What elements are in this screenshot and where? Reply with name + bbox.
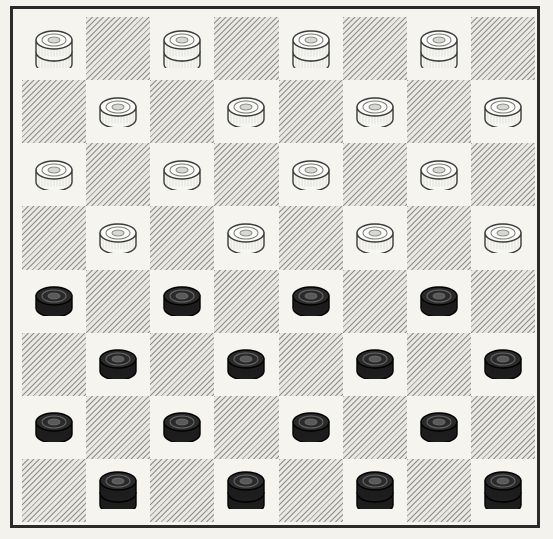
board-square[interactable] (150, 17, 214, 80)
board-square[interactable] (86, 459, 150, 522)
board-square[interactable] (86, 270, 150, 333)
board-square[interactable] (86, 143, 150, 206)
board-square[interactable] (471, 206, 535, 269)
checkerboard (22, 17, 535, 522)
board-square[interactable] (150, 80, 214, 143)
white-checker-piece[interactable] (355, 97, 395, 127)
board-square[interactable] (407, 333, 471, 396)
board-square[interactable] (407, 143, 471, 206)
board-square[interactable] (279, 333, 343, 396)
board-square[interactable] (343, 333, 407, 396)
board-square[interactable] (214, 270, 278, 333)
white-checker-piece[interactable] (34, 160, 74, 190)
board-square[interactable] (22, 270, 86, 333)
board-square[interactable] (471, 80, 535, 143)
white-checker-piece[interactable] (226, 97, 266, 127)
black-checker-piece[interactable] (291, 286, 331, 316)
black-checker-piece[interactable] (34, 412, 74, 442)
white-checker-piece[interactable] (483, 97, 523, 127)
white-checker-piece[interactable] (226, 223, 266, 253)
black-checker-piece[interactable] (226, 349, 266, 379)
black-king-piece[interactable] (483, 471, 523, 509)
board-square[interactable] (279, 270, 343, 333)
black-checker-piece[interactable] (419, 412, 459, 442)
board-square[interactable] (471, 270, 535, 333)
board-square[interactable] (279, 143, 343, 206)
board-square[interactable] (471, 396, 535, 459)
board-square[interactable] (343, 459, 407, 522)
board-square[interactable] (214, 206, 278, 269)
black-checker-piece[interactable] (355, 349, 395, 379)
board-square[interactable] (279, 396, 343, 459)
black-checker-piece[interactable] (419, 286, 459, 316)
board-square[interactable] (214, 459, 278, 522)
board-square[interactable] (22, 206, 86, 269)
board-square[interactable] (343, 270, 407, 333)
board-square[interactable] (407, 80, 471, 143)
board-square[interactable] (407, 396, 471, 459)
board-square[interactable] (86, 80, 150, 143)
black-checker-piece[interactable] (34, 286, 74, 316)
board-square[interactable] (471, 333, 535, 396)
board-square[interactable] (150, 333, 214, 396)
white-checker-piece[interactable] (483, 223, 523, 253)
board-square[interactable] (471, 17, 535, 80)
board-square[interactable] (214, 80, 278, 143)
board-square[interactable] (279, 206, 343, 269)
black-king-piece[interactable] (355, 471, 395, 509)
board-square[interactable] (343, 80, 407, 143)
black-checker-piece[interactable] (98, 349, 138, 379)
board-square[interactable] (214, 333, 278, 396)
white-king-piece[interactable] (34, 30, 74, 68)
board-square[interactable] (214, 396, 278, 459)
board-square[interactable] (279, 17, 343, 80)
black-king-piece[interactable] (226, 471, 266, 509)
board-square[interactable] (214, 143, 278, 206)
board-square[interactable] (214, 17, 278, 80)
board-square[interactable] (407, 459, 471, 522)
board-square[interactable] (471, 143, 535, 206)
board-square[interactable] (22, 17, 86, 80)
board-square[interactable] (343, 206, 407, 269)
board-square[interactable] (86, 206, 150, 269)
board-square[interactable] (86, 333, 150, 396)
board-square[interactable] (150, 396, 214, 459)
white-king-piece[interactable] (291, 30, 331, 68)
board-square[interactable] (22, 459, 86, 522)
black-king-piece[interactable] (98, 471, 138, 509)
white-checker-piece[interactable] (98, 223, 138, 253)
board-square[interactable] (86, 396, 150, 459)
black-checker-piece[interactable] (291, 412, 331, 442)
board-square[interactable] (343, 396, 407, 459)
board-square[interactable] (86, 17, 150, 80)
black-checker-piece[interactable] (162, 286, 202, 316)
board-square[interactable] (407, 270, 471, 333)
white-king-piece[interactable] (419, 30, 459, 68)
board-square[interactable] (279, 459, 343, 522)
board-square[interactable] (407, 17, 471, 80)
white-checker-piece[interactable] (162, 160, 202, 190)
board-square[interactable] (22, 333, 86, 396)
black-checker-piece[interactable] (162, 412, 202, 442)
board-square[interactable] (150, 143, 214, 206)
board-square[interactable] (279, 80, 343, 143)
board-square[interactable] (22, 143, 86, 206)
white-checker-piece[interactable] (355, 223, 395, 253)
board-square[interactable] (22, 396, 86, 459)
black-checker-piece[interactable] (483, 349, 523, 379)
white-checker-piece[interactable] (98, 97, 138, 127)
board-square[interactable] (22, 80, 86, 143)
white-checker-piece[interactable] (419, 160, 459, 190)
white-checker-piece[interactable] (291, 160, 331, 190)
board-square[interactable] (150, 206, 214, 269)
checkerboard-frame (10, 6, 540, 528)
board-square[interactable] (150, 270, 214, 333)
board-square[interactable] (343, 143, 407, 206)
white-king-piece[interactable] (162, 30, 202, 68)
board-square[interactable] (407, 206, 471, 269)
board-square[interactable] (343, 17, 407, 80)
board-square[interactable] (150, 459, 214, 522)
board-square[interactable] (471, 459, 535, 522)
